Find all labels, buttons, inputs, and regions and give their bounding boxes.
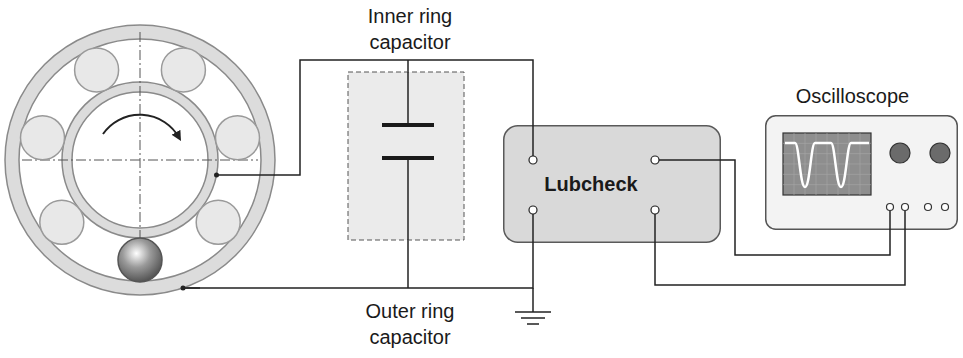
screen-grid [783, 174, 871, 175]
rotation-arrow [103, 115, 179, 138]
capacitor-lead [407, 158, 409, 240]
terminal-wire [889, 211, 891, 231]
capacitor-plate [382, 123, 434, 127]
rolling-ball [161, 48, 205, 92]
knob [930, 143, 950, 163]
center-line [22, 160, 258, 161]
contact-point [214, 173, 219, 178]
capacitor-lead [407, 158, 409, 288]
rolling-ball [21, 116, 65, 160]
lubcheck-box [504, 126, 721, 243]
analyzer-box: Lubcheck [503, 125, 721, 243]
waveform [785, 143, 869, 187]
rolling-ball [196, 200, 240, 244]
ground-symbol [515, 311, 551, 313]
terminal-wire [654, 214, 656, 243]
terminal-wire [532, 125, 534, 156]
rolling-ball [75, 48, 119, 92]
screen-grid [783, 184, 871, 185]
rolling-ball [40, 200, 84, 244]
ground-symbol [521, 317, 545, 319]
input-terminal [902, 204, 909, 211]
terminal [529, 206, 537, 214]
ground-lead [532, 288, 534, 312]
oscilloscope: Oscilloscope [765, 80, 958, 230]
screen-grid [783, 163, 871, 164]
rolling-ball-highlighted [118, 238, 162, 282]
terminal-wire [659, 159, 721, 161]
terminal [529, 156, 537, 164]
device-name: Lubcheck [541, 171, 641, 197]
knob [890, 143, 910, 163]
outer-ring-wire [183, 287, 200, 289]
contact-point [181, 286, 186, 291]
terminal [651, 206, 659, 214]
capacitor-lead [407, 72, 409, 125]
terminal [651, 156, 659, 164]
oscilloscope-box [766, 116, 958, 230]
input-terminal [925, 204, 932, 211]
terminal-wire [904, 211, 906, 231]
capacitor-housing [348, 72, 464, 240]
oscilloscope-screen [783, 133, 871, 195]
terminal-wire [532, 214, 534, 243]
capacitor-label: Inner ring capacitor [332, 3, 488, 55]
input-terminal [887, 204, 894, 211]
capacitor-lead [407, 60, 409, 125]
capacitor-plate [382, 156, 434, 160]
screen-grid [783, 153, 871, 154]
center-line [140, 32, 141, 256]
outer-ring [5, 25, 275, 295]
input-terminal [942, 204, 949, 211]
rolling-ball [216, 116, 260, 160]
inner-ring-wire [217, 174, 276, 176]
capacitor-label: Outer ring capacitor [332, 298, 488, 350]
ground-symbol [527, 323, 539, 325]
device-name: Oscilloscope [765, 83, 940, 109]
